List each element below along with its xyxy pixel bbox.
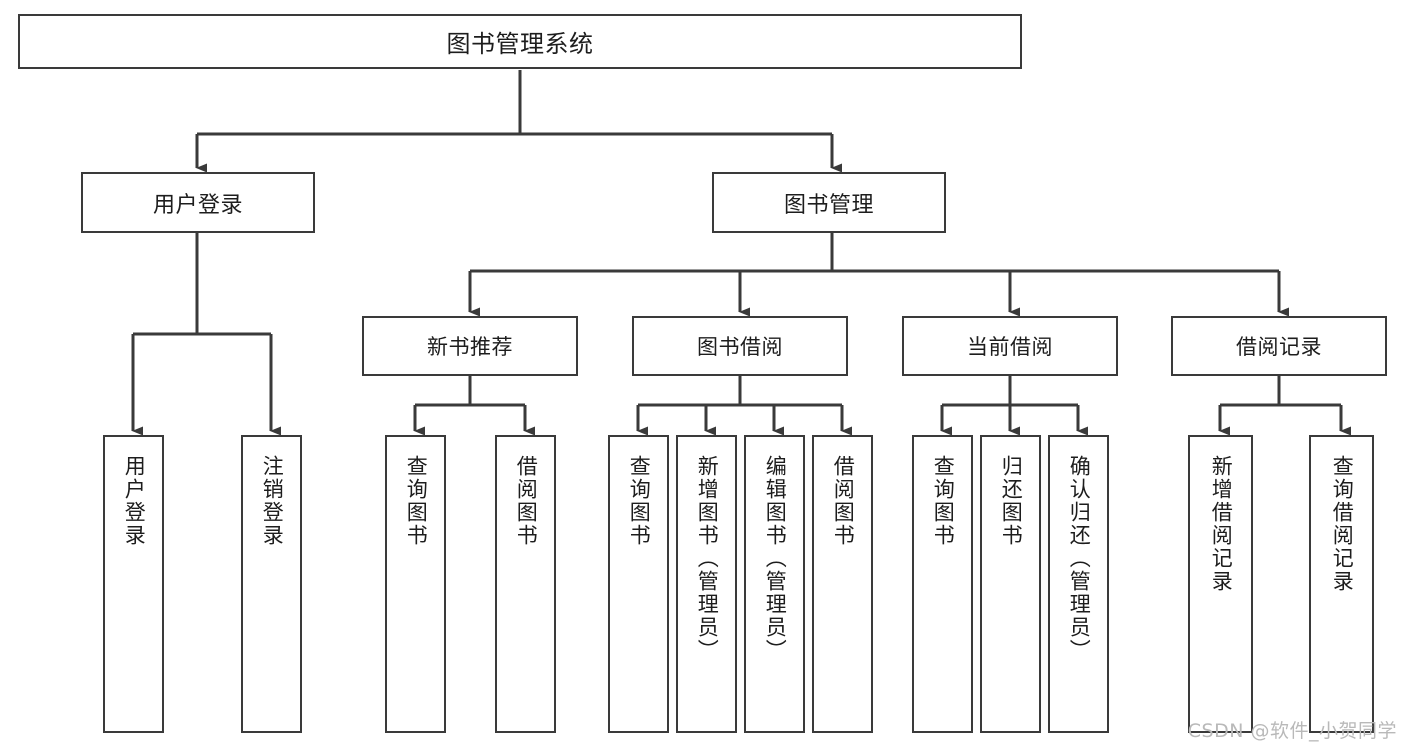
leaf-new-book-borrow[interactable]: 借阅图书 (495, 435, 556, 733)
node-user-login[interactable]: 用户登录 (81, 172, 315, 233)
node-label: 借阅记录 (1236, 335, 1322, 359)
node-label: 借阅图书 (514, 455, 539, 547)
node-label: 图书借阅 (697, 335, 783, 359)
node-label: 查询图书 (627, 455, 652, 547)
node-label: 查询图书 (404, 455, 429, 547)
leaf-user-login-logout[interactable]: 注销登录 (241, 435, 302, 733)
node-label: 查询图书 (931, 455, 956, 547)
node-label: 查询借阅记录 (1330, 455, 1355, 593)
leaf-new-book-query[interactable]: 查询图书 (385, 435, 446, 733)
leaf-current-borrow-confirm-return[interactable]: 确认归还（管理员） (1048, 435, 1109, 733)
node-borrow-record[interactable]: 借阅记录 (1171, 316, 1387, 376)
node-label: 用户登录 (122, 455, 147, 547)
node-label: 新增借阅记录 (1209, 455, 1234, 593)
node-book-borrow[interactable]: 图书借阅 (632, 316, 848, 376)
node-label: 新书推荐 (427, 335, 513, 359)
leaf-borrow-record-query[interactable]: 查询借阅记录 (1309, 435, 1374, 733)
leaf-book-borrow-borrow[interactable]: 借阅图书 (812, 435, 873, 733)
node-label: 图书管理 (783, 192, 874, 218)
leaf-book-borrow-add[interactable]: 新增图书（管理员） (676, 435, 737, 733)
node-label: 当前借阅 (967, 335, 1053, 359)
node-label: 编辑图书（管理员） (763, 455, 788, 662)
csdn-watermark: CSDN @软件_小贺同学 (1187, 720, 1397, 742)
leaf-book-borrow-edit[interactable]: 编辑图书（管理员） (744, 435, 805, 733)
node-new-book-recommend[interactable]: 新书推荐 (362, 316, 578, 376)
node-root-system[interactable]: 图书管理系统 (18, 14, 1022, 69)
leaf-user-login-login[interactable]: 用户登录 (103, 435, 164, 733)
node-current-borrow[interactable]: 当前借阅 (902, 316, 1118, 376)
node-label: 归还图书 (999, 455, 1024, 547)
node-label: 确认归还（管理员） (1067, 455, 1092, 662)
node-book-management[interactable]: 图书管理 (712, 172, 946, 233)
leaf-current-borrow-return[interactable]: 归还图书 (980, 435, 1041, 733)
node-label: 借阅图书 (831, 455, 856, 547)
leaf-book-borrow-query[interactable]: 查询图书 (608, 435, 669, 733)
leaf-current-borrow-query[interactable]: 查询图书 (912, 435, 973, 733)
node-label: 新增图书（管理员） (695, 455, 720, 662)
node-label: 图书管理系统 (446, 30, 594, 58)
node-label: 注销登录 (260, 455, 285, 547)
node-label: 用户登录 (152, 192, 243, 218)
leaf-borrow-record-add[interactable]: 新增借阅记录 (1188, 435, 1253, 733)
